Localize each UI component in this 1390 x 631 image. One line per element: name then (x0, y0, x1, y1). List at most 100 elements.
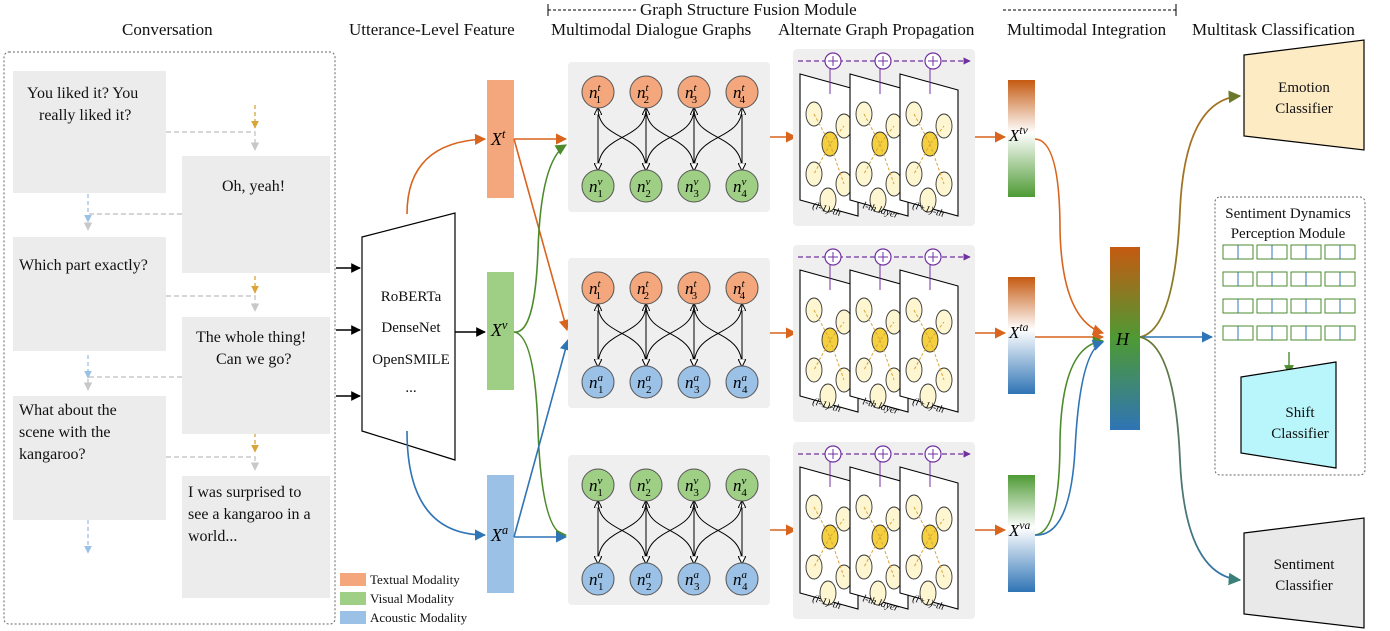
graph-node (581, 468, 615, 502)
legend-swatch (340, 592, 366, 605)
graph-edge (646, 500, 695, 563)
graph-node (677, 562, 711, 596)
graph-node (629, 271, 663, 305)
utterance-line: kangaroo? (19, 446, 86, 463)
graph-node (629, 169, 663, 203)
encoder-more: ... (405, 380, 417, 396)
turn-flow-arrow (83, 376, 182, 391)
encoder-opensmile: OpenSMILE (372, 352, 450, 368)
propagation-node (819, 383, 837, 409)
emotion-classifier-box (1243, 39, 1365, 151)
propagation-node (805, 357, 823, 383)
dialogue-graphs-header: Multimodal Dialogue Graphs (551, 20, 752, 39)
shift-classifier-box (1240, 361, 1337, 469)
graph-edge (598, 500, 647, 563)
text-feature-bar (487, 80, 514, 198)
propagation-node (819, 187, 837, 213)
utterance-bubble-1: You liked it? You really liked it? (13, 71, 166, 193)
turn-flow-arrow (83, 213, 182, 231)
sdp-module-frame (1214, 196, 1366, 476)
utterance-bubble-2: Oh, yeah! (182, 156, 330, 273)
utterance-line: Can we go? (216, 351, 292, 368)
propagation-node (919, 580, 937, 606)
emotion-classifier-line: Emotion (1278, 80, 1330, 96)
graph-edge (694, 107, 743, 170)
sentiment-classifier-line: Classifier (1275, 578, 1333, 594)
propagation-node (805, 554, 823, 580)
multitask-header: Multitask Classification (1192, 20, 1355, 39)
audio-feature-label: Xa (490, 523, 508, 545)
graph-propagation-header: Alternate Graph Propagation (778, 20, 975, 39)
shift-classifier-line: Classifier (1271, 426, 1329, 442)
integration-header: Multimodal Integration (1007, 20, 1167, 39)
fused-representation-bar (1110, 247, 1140, 430)
graph-edge (694, 500, 743, 563)
legend-visual: Visual Modality (370, 591, 455, 606)
utterance-bubble-6: I was surprised to see a kangaroo in a w… (182, 476, 330, 598)
fusion-module-title: Graph Structure Fusion Module (640, 0, 857, 19)
graph-node (725, 271, 759, 305)
graph-node (581, 75, 615, 109)
propagation-node (819, 580, 837, 606)
utterance-line: see a kangaroo in a (188, 506, 311, 523)
fused-label: H (1115, 329, 1130, 349)
utterance-bubble-3: Which part exactly? (13, 237, 166, 351)
encoder-roberta: RoBERTa (380, 289, 442, 305)
sdp-module-title: Sentiment Dynamics Perception Module (1212, 204, 1364, 244)
shift-classifier-label: Shift Classifier (1240, 403, 1360, 445)
tv-to-h-arrow (1034, 138, 1105, 336)
integrated-feature-bar (1008, 277, 1035, 394)
utterance-line: Which part exactly? (19, 257, 148, 274)
visual-feature-bar (487, 272, 514, 390)
encoder-to-audio-arrow (406, 430, 487, 541)
audio-to-graph2-arrow (513, 338, 571, 538)
va-audio-to-h-arrow (1034, 340, 1105, 536)
shift-classifier-line: Shift (1285, 405, 1315, 421)
h-to-sentiment-arrow (1139, 336, 1242, 586)
utterance-line: What about the (19, 402, 117, 419)
integrated-feature-label: Xta (1008, 321, 1029, 342)
legend-swatch (340, 573, 366, 586)
graph-node (629, 562, 663, 596)
propagation-node (869, 383, 887, 409)
turn-flow-arrow (166, 295, 260, 312)
utterance-bubble-4: The whole thing! Can we go? (182, 317, 330, 434)
graph-node (725, 562, 759, 596)
graph-node (581, 169, 615, 203)
integrated-feature-label: Xtv (1008, 124, 1029, 145)
integrated-feature-bar (1008, 80, 1035, 197)
propagation-node (855, 357, 873, 383)
turn-flow-arrow (166, 131, 260, 151)
legend-swatch (340, 611, 366, 624)
legend-textual: Textual Modality (370, 572, 460, 587)
utterance-line: Oh, yeah! (222, 178, 286, 195)
utterance-line: The whole thing! (196, 329, 307, 346)
conversation-frame (3, 51, 336, 625)
utterance-line: You liked it? You (27, 85, 139, 102)
graph-node (629, 468, 663, 502)
emotion-classifier-line: Classifier (1275, 101, 1333, 117)
graph-node (629, 365, 663, 399)
audio-feature-bar (487, 475, 514, 593)
